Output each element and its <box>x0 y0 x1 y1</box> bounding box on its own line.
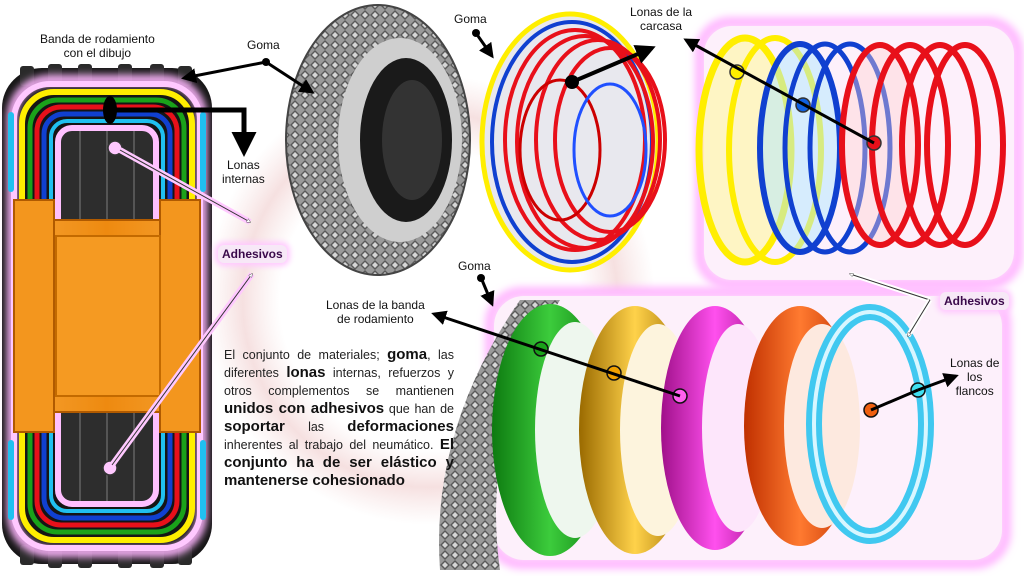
ply-rings <box>695 17 1023 289</box>
label-goma-top: Goma <box>454 12 487 26</box>
leader-lines <box>109 29 959 467</box>
label-lonas-internas: Lonas internas <box>222 158 265 186</box>
label-adhesivos-right: Adhesivos <box>940 292 1009 310</box>
label-lonas-banda: Lonas de la banda de rodamiento <box>326 298 425 326</box>
carcass-exploded <box>479 11 667 273</box>
label-goma-left: Goma <box>247 38 280 52</box>
tread-band-exploded <box>439 287 1011 570</box>
label-adhesivos-left: Adhesivos <box>218 245 287 263</box>
description-text: El conjunto de materiales; goma, las dif… <box>224 346 455 489</box>
label-lonas-flancos: Lonas de los flancos <box>950 356 1000 398</box>
whole-tire <box>285 4 471 276</box>
label-lonas-carcasa: Lonas de la carcasa <box>630 5 693 33</box>
label-tread-band: Banda de rodamiento con el dibujo <box>40 32 155 60</box>
tire-cross-section <box>2 64 212 568</box>
label-goma-mid: Goma <box>458 259 491 273</box>
